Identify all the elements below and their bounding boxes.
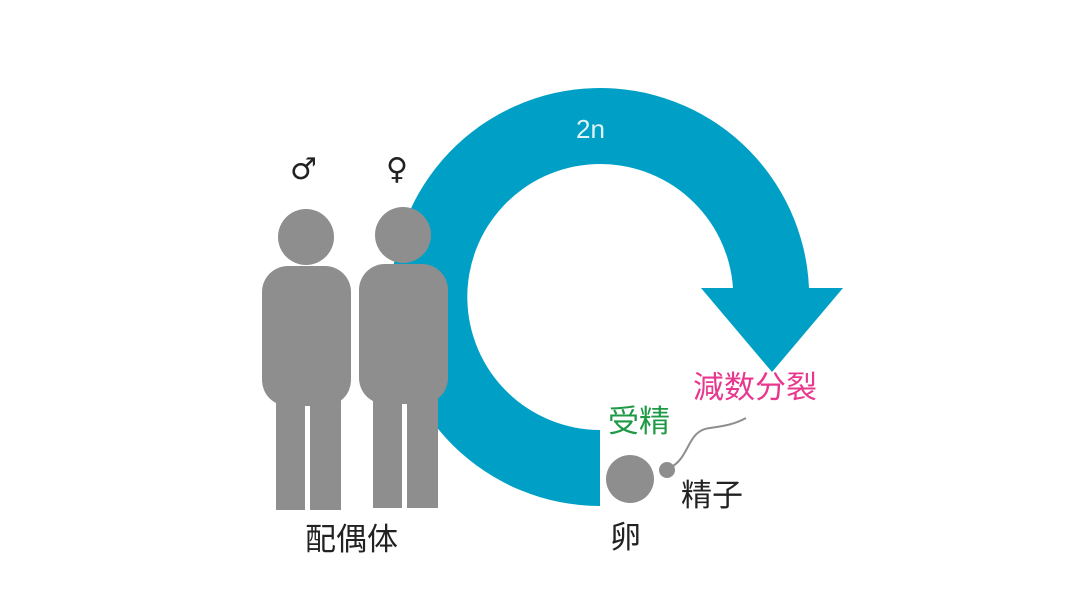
- female-figure-icon: [359, 207, 448, 508]
- egg-label: 卵: [610, 520, 641, 556]
- sperm-label: 精子: [681, 478, 743, 514]
- female-symbol: ♀: [386, 152, 408, 187]
- fertilization-label: 受精: [608, 404, 670, 440]
- egg-cell-icon: [606, 455, 654, 503]
- gametophyte-label: 配偶体: [305, 522, 398, 558]
- ploidy-label: 2n: [576, 114, 605, 144]
- sperm-cell-icon: [659, 417, 747, 478]
- male-symbol: ♂: [290, 152, 317, 187]
- male-figure-icon: [262, 209, 351, 510]
- meiosis-label: 減数分裂: [693, 370, 817, 406]
- cycle-arrow-icon: [391, 88, 843, 506]
